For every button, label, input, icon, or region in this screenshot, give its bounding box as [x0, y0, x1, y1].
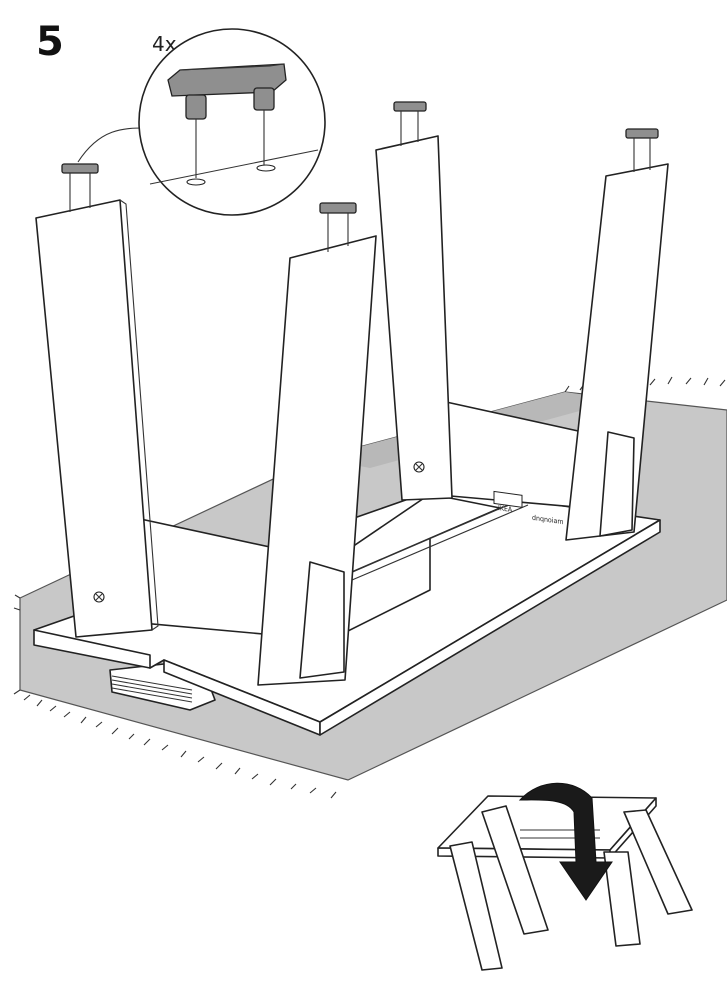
- flip-arrow-icon: [518, 782, 613, 901]
- table-leg-back-right: [565, 163, 669, 541]
- table-leg-back-left: [375, 135, 453, 501]
- quantity-label: 4x: [152, 32, 177, 56]
- table-leg-front-right: [257, 235, 377, 686]
- step-number: 5: [36, 19, 64, 65]
- upside-down-table-icon: [437, 795, 693, 971]
- svg-text:IKEA: IKEA: [498, 503, 513, 514]
- floor-protector-cap-icon: [167, 63, 287, 186]
- cap-front-left-icon: [61, 163, 99, 212]
- product-label: IKEA dnqnoiam: [493, 490, 564, 526]
- cap-back-right-icon: [625, 128, 659, 172]
- cap-back-left-icon: [393, 101, 427, 146]
- svg-text:dnqnoiam: dnqnoiam: [532, 513, 564, 526]
- cap-front-right-icon: [319, 202, 357, 252]
- table-leg-front-left: [35, 199, 159, 638]
- detail-callout-circle-icon: [77, 28, 326, 216]
